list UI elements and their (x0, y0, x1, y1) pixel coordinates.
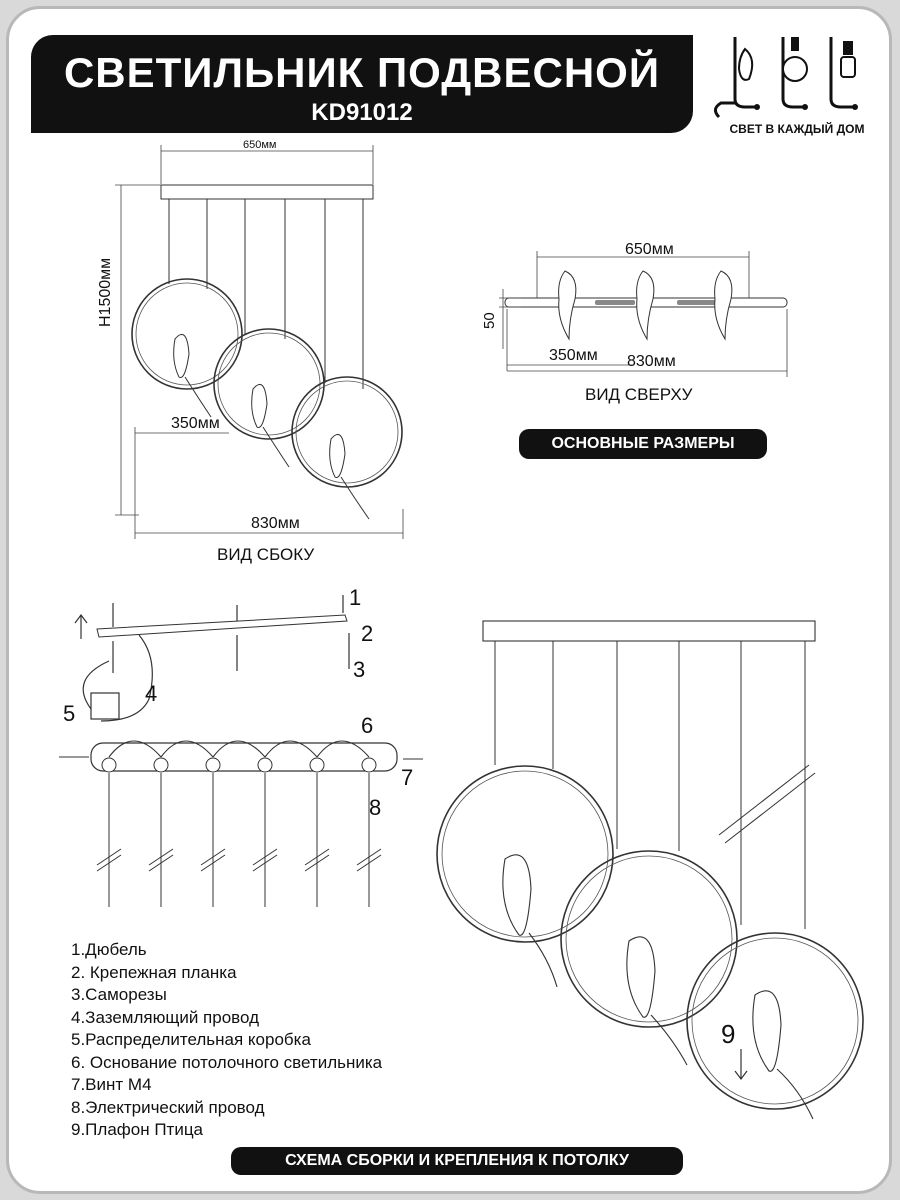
brand-logo: СВЕТ В КАЖДЫЙ ДОМ (705, 29, 885, 139)
model-number: KD91012 (311, 99, 413, 126)
legend-item: 1.Дюбель (71, 940, 147, 959)
callout-3: 3 (353, 657, 366, 682)
legend-item: 5.Распределительная коробка (71, 1030, 311, 1049)
top-inner-label: 350мм (549, 347, 598, 364)
callout-8: 8 (369, 795, 382, 820)
top-depth-label: 50 (481, 312, 498, 329)
side-total-width-label: 830мм (251, 515, 300, 532)
callout-2: 2 (361, 621, 374, 646)
side-view-drawing (115, 145, 404, 539)
main-dimensions-badge: ОСНОВНЫЕ РАЗМЕРЫ (519, 429, 767, 459)
callout-4: 4 (145, 681, 158, 706)
side-top-width-label: 650мм (243, 139, 277, 151)
legend-item: 3.Саморезы (71, 985, 167, 1004)
callout-6: 6 (361, 713, 374, 738)
lamp-bulb-logo-icon: СВЕТ В КАЖДЫЙ ДОМ (714, 37, 865, 136)
legend-item: 8.Электрический провод (71, 1097, 265, 1117)
page-frame: СВЕТИЛЬНИК ПОДВЕСНОЙ KD91012 СВЕТ В КАЖД… (6, 6, 892, 1194)
side-view-caption: ВИД СБОКУ (217, 545, 315, 564)
top-total-width-label: 830мм (627, 353, 676, 370)
assembly-scheme-badge: СХЕМА СБОРКИ И КРЕПЛЕНИЯ К ПОТОЛКУ (231, 1147, 683, 1175)
legend-item: 7.Винт М4 (71, 1075, 152, 1094)
top-view-drawing (499, 251, 788, 377)
parts-legend: 1.Дюбель 2. Крепежная планка 3.Саморезы … (71, 939, 382, 1142)
technical-drawing (59, 145, 864, 1120)
callout-1: 1 (349, 585, 362, 610)
logo-tagline: СВЕТ В КАЖДЫЙ ДОМ (730, 121, 865, 136)
title-banner: СВЕТИЛЬНИК ПОДВЕСНОЙ KD91012 (31, 35, 693, 133)
assembled-lamp-drawing (436, 620, 864, 1120)
top-width-label: 650мм (625, 241, 674, 258)
assembly-diagram (59, 595, 423, 907)
legend-item: 9.Плафон Птица (71, 1120, 204, 1139)
legend-item: 6. Основание потолочного светильника (71, 1052, 383, 1072)
product-title: СВЕТИЛЬНИК ПОДВЕСНОЙ (63, 49, 661, 96)
callout-7: 7 (401, 765, 414, 790)
side-inner-label: 350мм (171, 415, 220, 432)
callout-5: 5 (63, 701, 76, 726)
top-view-caption: ВИД СВЕРХУ (585, 385, 693, 404)
legend-item: 2. Крепежная планка (71, 962, 237, 982)
side-height-label: H1500мм (97, 257, 114, 327)
callout-9: 9 (721, 1019, 736, 1049)
legend-item: 4.Заземляющий провод (71, 1007, 259, 1027)
